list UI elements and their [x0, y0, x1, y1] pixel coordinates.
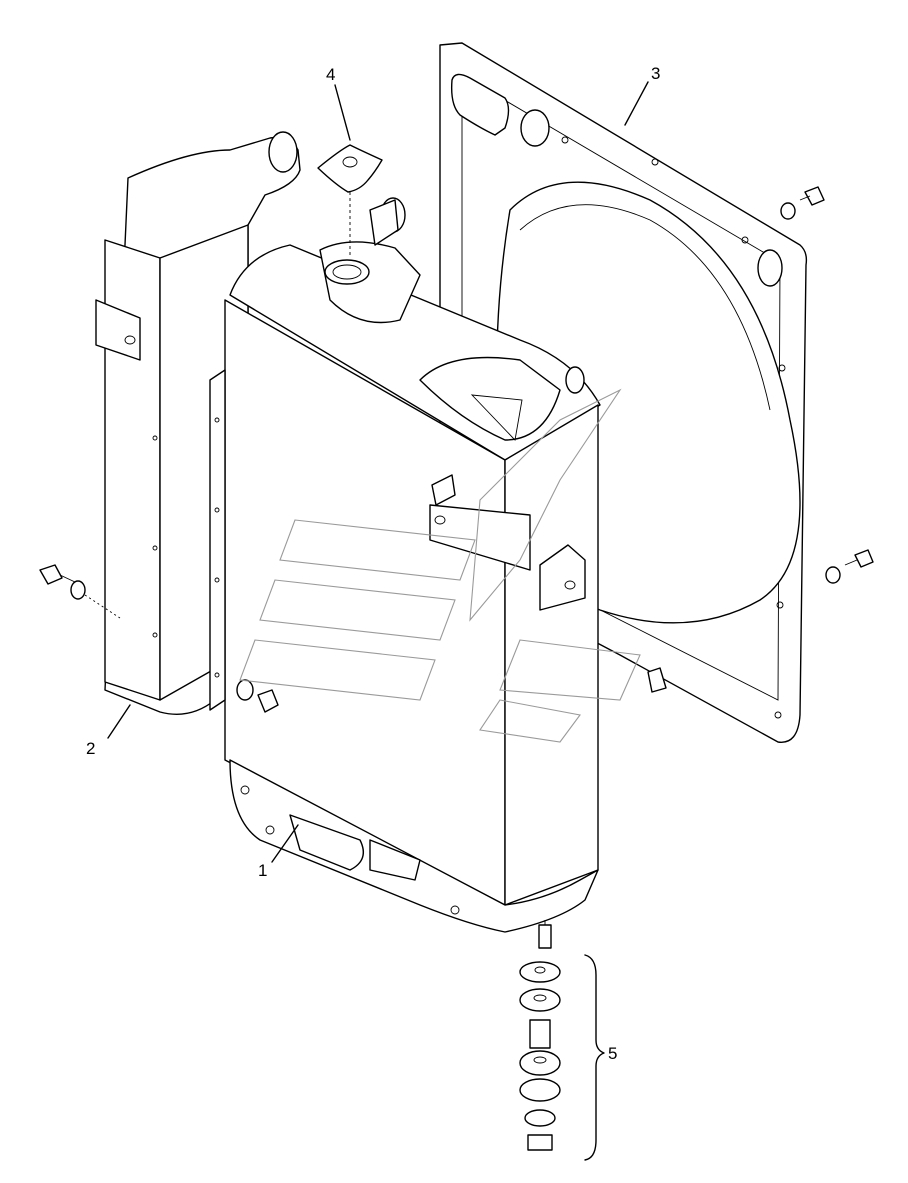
leader-lines [107, 81, 649, 863]
radiator [209, 197, 601, 949]
mounting-kit [519, 954, 605, 1161]
callout-fan-shroud: 3 [651, 64, 660, 83]
callout-radiator: 1 [258, 861, 267, 880]
callout-filler-cap: 4 [326, 65, 335, 84]
watermark-logo [239, 388, 641, 743]
callout-intercooler: 2 [86, 739, 95, 758]
filler-cap [317, 144, 383, 255]
shroud-fasteners [780, 186, 874, 584]
callout-mounting-kit: 5 [608, 1044, 617, 1063]
